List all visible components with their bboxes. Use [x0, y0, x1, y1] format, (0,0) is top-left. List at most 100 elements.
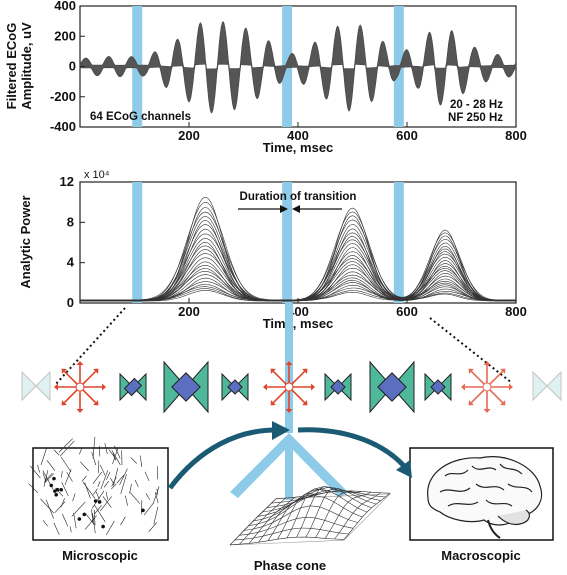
burst-arrowhead	[311, 383, 315, 391]
power-channel-curve	[80, 233, 517, 302]
neuron-dendrite	[58, 438, 73, 453]
burst-arrowhead	[302, 368, 308, 374]
neuron-dendrite	[95, 491, 100, 500]
neuron-dendrite	[42, 520, 48, 527]
neuron-dendrite	[84, 515, 97, 530]
ecog-ylabel-line2: Amplitude, uV	[19, 22, 34, 110]
burst-arrowhead	[468, 368, 474, 374]
neuron-dendrite	[113, 468, 119, 486]
burst-arrowhead	[270, 400, 276, 406]
neuron-dendrite	[37, 464, 40, 473]
neuron-soma	[52, 476, 56, 481]
burst-core	[75, 382, 85, 392]
neuron-dendrite	[154, 492, 159, 504]
neuron-dendrite	[110, 477, 115, 485]
phase-cone-label: Phase cone	[254, 558, 326, 573]
neuron-dendrite	[66, 471, 73, 482]
neuron-dendrite	[129, 483, 132, 494]
neuron-dendrite	[92, 471, 103, 484]
power-xlabel: Time, msec	[263, 316, 334, 331]
neuron-dendrite	[60, 456, 72, 473]
neuron-dendrite	[40, 498, 55, 514]
neuron-dendrite	[53, 449, 60, 456]
burst-arrowhead	[93, 400, 99, 406]
neuron-dendrite	[92, 436, 96, 459]
neuron-dendrite	[94, 505, 102, 515]
burst-core	[482, 382, 492, 392]
phase-cone-mesh-line	[267, 494, 315, 541]
neuron-dendrite	[103, 480, 109, 488]
burst-arrowhead	[509, 383, 513, 391]
phase-cone-mesh-line	[229, 498, 277, 546]
neuron-dendrite	[46, 460, 56, 471]
channels-annotation: 64 ECoG channels	[90, 111, 191, 123]
cone-sequence	[21, 303, 562, 500]
neuron-dendrite	[145, 493, 151, 500]
band-annotation: 20 - 28 Hz	[450, 99, 503, 111]
neuron-dendrite	[43, 470, 49, 487]
power-ylabel: Analytic Power	[18, 195, 33, 288]
transition-arrowhead-left	[280, 205, 288, 213]
neuron-dendrite	[111, 450, 121, 466]
neuron-dendrite	[81, 475, 87, 482]
ecog-ytick-label: 400	[54, 0, 76, 13]
neuron-soma	[77, 517, 82, 521]
burst-arrowhead	[102, 383, 106, 391]
neuron-dendrite	[120, 474, 127, 494]
phase-cone-mesh-line	[334, 492, 381, 540]
ecog-ytick-label: 200	[54, 28, 76, 43]
burst-arrowhead	[263, 383, 267, 391]
neuron-dendrite	[97, 481, 101, 487]
ecog-xlabel: Time, msec	[263, 140, 334, 155]
dotted-link-left	[54, 307, 126, 386]
burst-arrowhead	[54, 383, 58, 391]
small-cone-3	[324, 372, 352, 402]
power-xtick-label: 600	[396, 304, 418, 319]
brain-icon	[427, 456, 543, 539]
small-cone-1	[119, 372, 147, 402]
power-ytick-label: 4	[67, 255, 75, 270]
phase-cone-stem	[285, 440, 293, 500]
arrowhead-phase-to-macro	[396, 460, 412, 478]
neuron-dendrite	[72, 493, 76, 502]
burst-arrowhead	[61, 400, 67, 406]
power-channel-curve	[80, 220, 517, 302]
neuron-dendrite	[28, 483, 39, 494]
macroscopic-label: Macroscopic	[441, 548, 520, 563]
burst-icon	[54, 361, 106, 413]
phase-cone-mesh-line	[305, 487, 353, 538]
power-channel-curve	[80, 216, 516, 302]
ecog-signal-envelope	[79, 21, 517, 114]
neuron-dendrite	[64, 469, 72, 486]
power-channel-curve	[79, 224, 516, 302]
ecog-ylabel-line1: Filtered ECoG	[4, 23, 19, 110]
power-ytick-label: 8	[67, 214, 74, 229]
neuron-soma	[97, 500, 102, 504]
neuron-dendrite	[102, 496, 112, 508]
neuron-dendrite	[105, 521, 115, 536]
transition-annotation: Duration of transition	[240, 191, 357, 203]
burst-arrowhead	[270, 368, 276, 374]
neuron-dendrite	[100, 464, 106, 476]
burst-arrowhead	[76, 361, 84, 365]
neuron-dendrite	[53, 522, 60, 535]
faded-cone-right	[532, 370, 562, 402]
phase-cone-mesh-line	[324, 491, 372, 539]
phase-cone-floor	[229, 493, 391, 546]
neuron-dendrite	[112, 447, 119, 465]
power-ytick-label: 0	[67, 295, 74, 310]
burst-core	[284, 382, 294, 392]
neuron-dendrite	[40, 448, 47, 466]
neuron-dendrite	[111, 483, 117, 490]
ecog-xtick-label: 400	[287, 128, 309, 143]
arrow-phase-to-macro	[297, 427, 406, 468]
burst-arrowhead	[461, 383, 465, 391]
neuron-dendrite	[62, 513, 69, 527]
neuron-dendrite	[79, 447, 83, 455]
neuron-dendrite	[94, 505, 106, 522]
neuron-dendrite	[119, 468, 128, 486]
burst-arrowhead	[483, 409, 491, 413]
power-channel-curve	[80, 207, 516, 302]
